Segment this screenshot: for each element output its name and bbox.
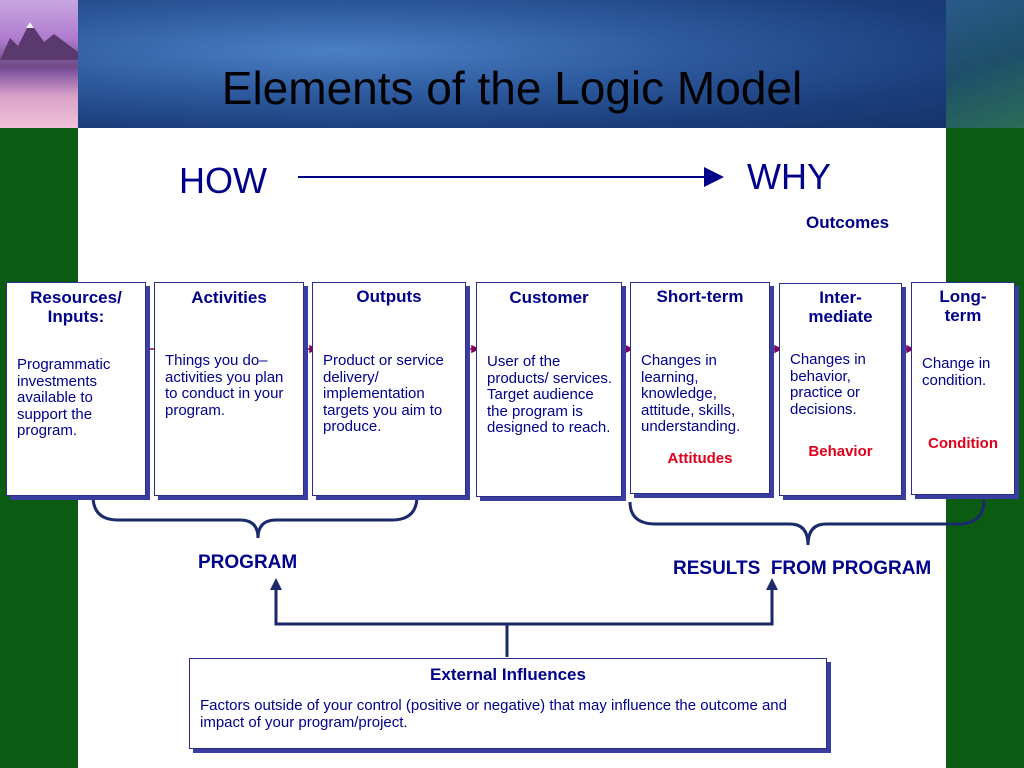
box-title: Inter-mediate — [808, 288, 873, 326]
box-title: Resources/ Inputs: — [30, 288, 122, 326]
customer-box: Customer User of the products/ services.… — [476, 282, 622, 497]
box-title: Activities — [191, 288, 267, 307]
short-term-box: Short-term Changes in learning, knowledg… — [630, 282, 770, 494]
activities-box: Activities Things you do– activities you… — [154, 282, 304, 496]
why-label: WHY — [747, 156, 831, 197]
box-title: Outputs — [356, 287, 422, 306]
box-body: Changes in learning, knowledge, attitude… — [641, 352, 741, 435]
intermediate-box: Inter-mediate Changes in behavior, pract… — [779, 283, 902, 496]
program-brace — [91, 495, 419, 539]
box-title: Customer — [509, 288, 589, 307]
results-label: RESULTS FROM PROGRAM — [673, 558, 932, 579]
external-influences-body: Factors outside of your control (positiv… — [200, 697, 787, 731]
how-label: HOW — [179, 160, 267, 201]
external-influences-title: External Influences — [430, 665, 586, 684]
banner-corner — [946, 0, 1024, 128]
outcomes-label: Outcomes — [806, 213, 890, 232]
page-title: Elements of the Logic Model — [221, 62, 803, 114]
box-body: User of the products/ services. Target a… — [487, 353, 613, 436]
mountain-lake-photo — [0, 0, 78, 128]
box-body: Product or service delivery/ implementat… — [323, 352, 444, 435]
box-body: Things you do– activities you plan to co… — [165, 352, 284, 419]
external-influences-box: External Influences Factors outside of y… — [189, 658, 827, 749]
box-body: Change in condition. — [922, 355, 991, 389]
program-label: PROGRAM — [198, 552, 298, 573]
box-title: Short-term — [656, 287, 744, 306]
box-body: Changes in behavior, practice or decisio… — [790, 351, 866, 418]
title-banner — [78, 0, 946, 128]
condition-label: Condition — [928, 435, 998, 452]
results-brace — [628, 499, 986, 546]
box-title: Long-term — [939, 287, 987, 325]
long-term-box: Long-term Change in condition. Condition — [911, 282, 1015, 495]
resources-inputs-box: Resources/ Inputs: Programmatic investme… — [6, 282, 146, 496]
feedback-arrows — [274, 584, 774, 657]
behavior-label: Behavior — [808, 443, 873, 460]
box-body: Programmatic investments available to su… — [17, 356, 111, 439]
attitudes-label: Attitudes — [667, 450, 733, 467]
outputs-box: Outputs Product or service delivery/ imp… — [312, 282, 466, 496]
